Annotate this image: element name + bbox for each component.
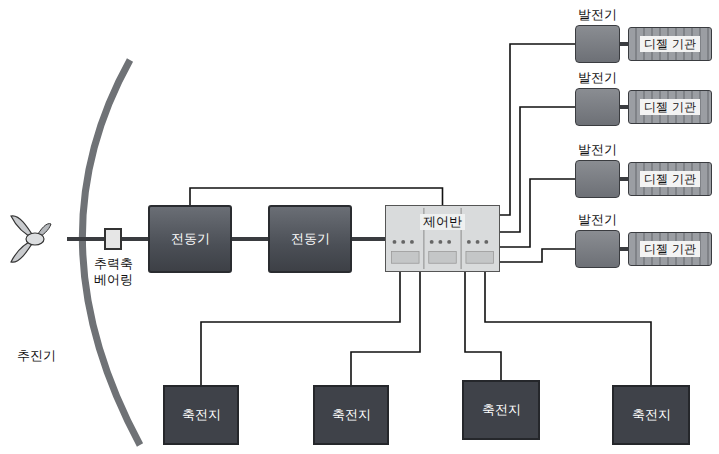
panel-knob [476,240,480,244]
hull-line [82,60,140,445]
shaft-line [352,237,385,241]
node-label: 추진기 [17,348,56,364]
node-label: 디젤 기관 [640,171,700,187]
battery-box: 축전지 [163,385,239,445]
propeller: 추진기 [5,212,67,266]
generator-box: 발전기 [575,230,620,268]
panel-knob [430,240,434,244]
node-label: 전동기 [171,231,210,247]
generator-box: 발전기 [575,25,620,63]
shaft-line [122,237,148,241]
shaft-line [620,247,628,251]
panel-knob [438,240,442,244]
shaft-line [67,237,104,241]
diesel-engine: 디젤 기관 [628,90,712,124]
power-cable [201,272,400,385]
node-label: 제어반 [420,214,465,230]
hub [26,233,44,245]
diesel-engine: 디젤 기관 [628,232,712,266]
panel-knob [467,240,471,244]
panel-slot [429,252,456,264]
panel-knob [484,240,488,244]
node-label: 축전지 [482,402,521,418]
node-label: 발전기 [578,7,617,23]
node-label: 발전기 [578,70,617,86]
diesel-engine: 디젤 기관 [628,162,712,196]
node-label: 디젤 기관 [640,241,700,257]
power-cable [465,272,501,380]
panel-knob [447,240,451,244]
power-cable [485,272,651,385]
shaft-line [620,105,628,109]
panel-knob [393,240,397,244]
node-label: 축전지 [182,407,221,423]
motor-box: 전동기 [268,205,352,273]
panel-knob [401,240,405,244]
thrust-bearing: 추력축 베어링 [104,228,122,250]
node-label: 축전지 [632,407,671,423]
node-label: 전동기 [291,231,330,247]
node-label: 추력축 베어링 [91,256,135,287]
node-label: 축전지 [332,407,371,423]
shaft-line [620,177,628,181]
motor-box: 전동기 [148,205,232,273]
power-cable [500,107,575,232]
shaft-line [620,42,628,46]
node-label: 디젤 기관 [640,36,700,52]
node-label: 발전기 [578,142,617,158]
battery-box: 축전지 [462,380,540,440]
power-cable [500,249,575,262]
battery-box: 축전지 [313,385,389,445]
generator-box: 발전기 [575,160,620,198]
control-panel: 제어반 [385,205,500,272]
diesel-engine: 디젤 기관 [628,27,712,61]
power-cable [190,188,443,205]
panel-slot [466,252,493,264]
panel-slot [392,252,419,264]
node-label: 발전기 [578,212,617,228]
node-label: 디젤 기관 [640,99,700,115]
power-cable [500,44,575,215]
power-cable [351,272,420,385]
battery-box: 축전지 [612,385,690,445]
shaft-line [232,237,268,241]
panel-knob [410,240,414,244]
generator-box: 발전기 [575,88,620,126]
propeller-drawing [5,212,67,266]
power-cable [500,179,575,247]
